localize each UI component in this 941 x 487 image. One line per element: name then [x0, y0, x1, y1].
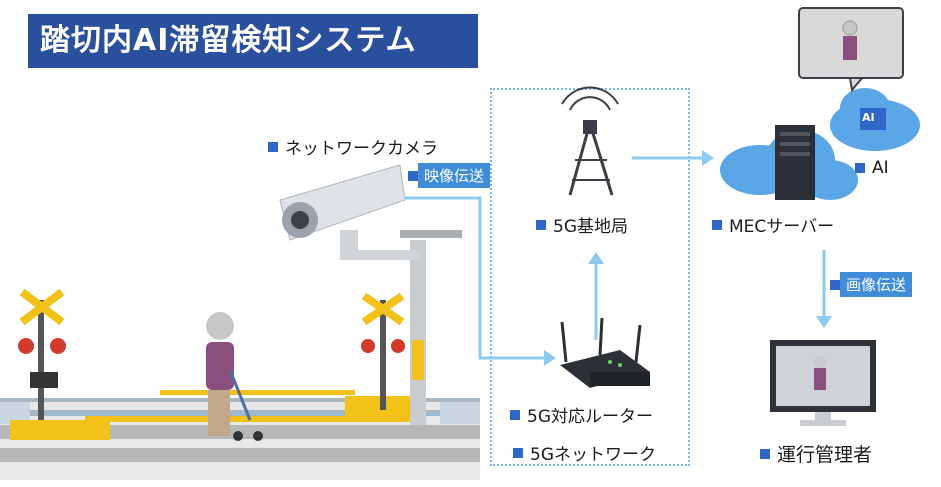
bullet-square-icon — [513, 447, 523, 458]
railroad-crossing-scene — [0, 390, 480, 480]
5g-router — [560, 317, 650, 388]
elderly-person — [206, 312, 263, 441]
video-transfer-tag: 映像伝送 — [408, 163, 491, 188]
operator-label: 運行管理者 — [760, 440, 872, 467]
ai-chip-label: AI — [862, 111, 875, 124]
image-transfer-tag: 画像伝送 — [830, 272, 913, 297]
5g-network-boundary — [490, 88, 690, 466]
page-title: 踏切内AI滞留検知システム — [28, 14, 478, 68]
detection-bubble — [798, 7, 904, 93]
bullet-square-icon — [712, 219, 722, 230]
mec-server-cloud — [720, 125, 858, 200]
bullet-square-icon — [408, 170, 418, 181]
bullet-square-icon — [830, 279, 840, 290]
camera-label: ネットワークカメラ — [268, 134, 438, 159]
router-label: 5G対応ルーター — [510, 402, 653, 427]
ai-label: AI — [855, 158, 889, 178]
arrow-heads — [544, 150, 832, 366]
camera-pole — [400, 230, 462, 425]
network-camera — [279, 164, 420, 260]
bullet-square-icon — [510, 409, 520, 420]
bullet-square-icon — [536, 219, 546, 230]
bullet-square-icon — [855, 163, 865, 173]
base-station-label: 5G基地局 — [536, 212, 628, 237]
crossing-signal-right — [361, 292, 405, 410]
operator-monitor — [770, 340, 876, 426]
flow-arrows — [405, 156, 826, 360]
network-label: 5Gネットワーク — [513, 440, 656, 465]
base-station-tower — [561, 86, 619, 196]
bullet-square-icon — [268, 141, 278, 152]
mec-server-label: MECサーバー — [712, 212, 834, 237]
ai-cloud — [830, 88, 920, 151]
crossing-signal-left — [18, 288, 66, 420]
bullet-square-icon — [760, 448, 770, 459]
